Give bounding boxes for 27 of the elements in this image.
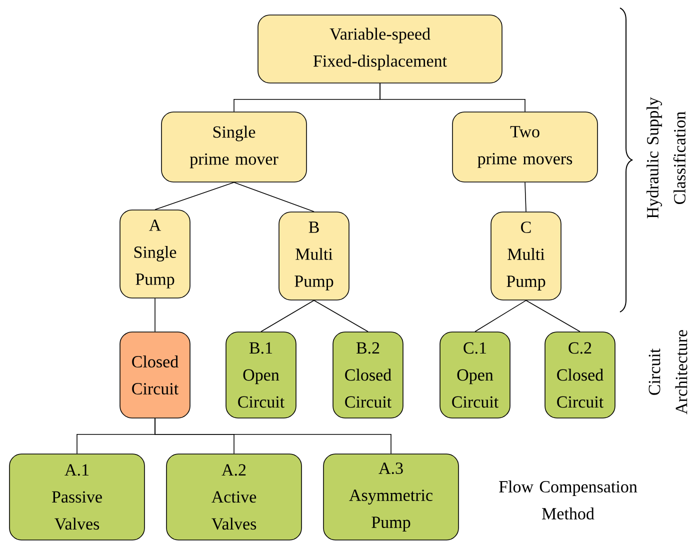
tree-box: A.1 Passive Valves — [9, 454, 145, 540]
tree-box: Two prime movers — [452, 112, 598, 182]
connector-line — [260, 300, 314, 332]
connector-line — [154, 298, 156, 332]
tree-box: A.3 Asymmetric Pump — [323, 454, 459, 540]
connector-line — [524, 182, 526, 212]
tree-box: Variable-speed Fixed-displacement — [258, 14, 502, 84]
tree-box: Single prime mover — [161, 112, 307, 182]
level-label: Flow Compensation Method — [499, 480, 638, 520]
tree-box: B Multi Pump — [278, 212, 350, 300]
connector-line — [154, 418, 392, 454]
connector-line — [234, 182, 314, 212]
connector-line — [314, 300, 368, 332]
tree-box: C.1 Open Circuit — [440, 332, 510, 418]
connector-line — [154, 182, 234, 210]
tree-box: B.1 Open Circuit — [226, 332, 296, 418]
tree-box: Closed Circuit — [120, 332, 190, 418]
tree-box: B.2 Closed Circuit — [332, 332, 404, 418]
connector-line — [526, 300, 580, 332]
level-label: Hydraulic Supply Classification — [646, 97, 686, 218]
connector-line — [380, 83, 526, 112]
connector-line — [474, 300, 526, 332]
tree-box: C Multi Pump — [490, 212, 562, 300]
tree-box: C.2 Closed Circuit — [544, 332, 616, 418]
tree-box: A.2 Active Valves — [166, 454, 302, 540]
level-label: Circuit Architecture — [648, 330, 688, 414]
tree-box: A Single Pump — [120, 210, 190, 298]
